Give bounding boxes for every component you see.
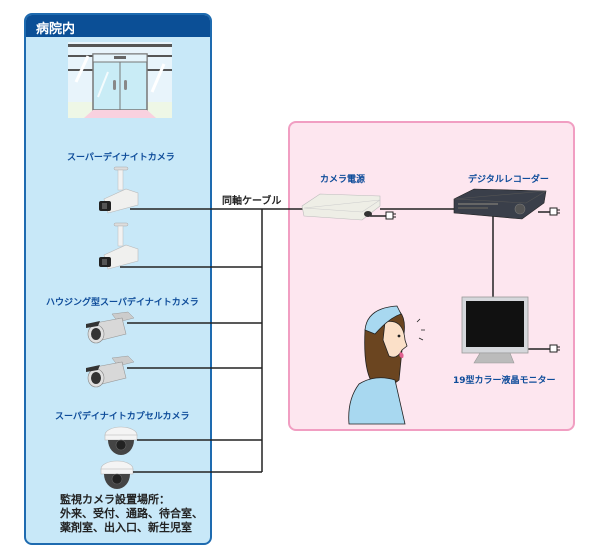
bullet-camera-label: ハウジング型スーパデイナイトカメラ bbox=[46, 298, 199, 308]
digital-recorder-label: デジタルレコーダー bbox=[468, 175, 549, 185]
dome-camera-label: スーパデイナイトカプセルカメラ bbox=[55, 412, 190, 422]
box-camera-icon bbox=[99, 222, 139, 270]
coaxial-cable-label: 同軸ケーブル bbox=[222, 196, 282, 207]
dome-camera-icon bbox=[104, 426, 138, 455]
box-camera-icon bbox=[99, 166, 139, 214]
lcd-monitor-icon bbox=[461, 296, 529, 364]
camera-installation-locations: 監視カメラ設置場所： 外来、受付、通路、待合室、 薬剤室、出入口、新生児室 bbox=[60, 493, 203, 535]
nurse-illustration bbox=[348, 305, 425, 425]
box-camera-label: スーパーデイナイトカメラ bbox=[67, 153, 175, 163]
control-room-panel bbox=[288, 121, 575, 431]
entrance-door-illustration bbox=[68, 42, 172, 118]
plug-icon bbox=[385, 211, 394, 220]
camera-power-supply-icon bbox=[301, 193, 381, 221]
digital-video-recorder-icon bbox=[453, 188, 547, 220]
lcd-monitor-label: 19型カラー液晶モニター bbox=[453, 376, 556, 386]
power-supply-label: カメラ電源 bbox=[320, 175, 366, 185]
hospital-area-header: 病院内 bbox=[26, 15, 210, 37]
bullet-camera-icon bbox=[86, 311, 135, 344]
locations-line-2: 薬剤室、出入口、新生児室 bbox=[60, 521, 192, 534]
locations-heading: 監視カメラ設置場所： bbox=[60, 493, 170, 506]
hospital-area-title: 病院内 bbox=[36, 22, 76, 37]
plug-icon bbox=[549, 207, 558, 216]
plug-icon bbox=[549, 344, 558, 353]
locations-line-1: 外来、受付、通路、待合室、 bbox=[60, 507, 203, 520]
bullet-camera-icon bbox=[86, 355, 135, 388]
